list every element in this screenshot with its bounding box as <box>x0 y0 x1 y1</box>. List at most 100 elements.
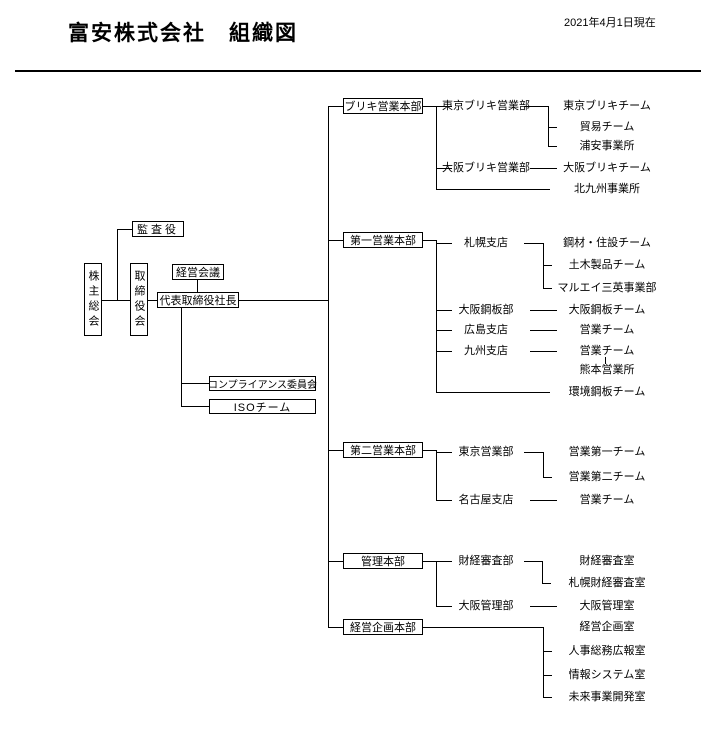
connector-line <box>181 383 209 384</box>
team-label: マルエイ三英事業部 <box>557 282 657 294</box>
connector-line <box>117 229 132 230</box>
team-label: 貿易チーム <box>579 121 635 133</box>
team-label: 東京ブリキチーム <box>563 100 651 112</box>
connector-line <box>543 627 544 697</box>
connector-line <box>436 106 437 189</box>
connector-line <box>423 450 436 451</box>
as-of-date: 2021年4月1日現在 <box>564 17 656 29</box>
node-president: 代表取締役社長 <box>157 292 239 308</box>
team-label: 経営企画室 <box>579 621 635 633</box>
connector-line <box>542 583 551 584</box>
connector-line <box>543 452 544 477</box>
team-label: 熊本営業所 <box>579 364 635 376</box>
division-box-second-sales: 第二営業本部 <box>343 442 423 458</box>
connector-line <box>117 229 118 300</box>
team-label: 浦安事業所 <box>579 140 635 152</box>
department-label: 九州支店 <box>464 345 508 357</box>
division-box-first-sales: 第一営業本部 <box>343 232 423 248</box>
connector-line <box>530 351 557 352</box>
connector-line <box>181 406 209 407</box>
connector-line <box>530 168 557 169</box>
connector-line <box>530 330 557 331</box>
team-label: 営業チーム <box>579 324 635 336</box>
connector-line <box>147 300 158 301</box>
team-label: 北九州事業所 <box>574 183 640 195</box>
node-auditor: 監査役 <box>132 221 184 237</box>
connector-line <box>548 106 549 146</box>
node-shareholders-meeting: 株主総会 <box>84 263 102 336</box>
connector-line <box>328 561 343 562</box>
connector-line <box>543 675 552 676</box>
team-label: 環境鋼板チーム <box>568 386 646 398</box>
connector-line <box>328 450 343 451</box>
connector-line <box>436 452 452 453</box>
department-label: 札幌支店 <box>464 237 508 249</box>
team-label: 未来事業開発室 <box>568 691 646 703</box>
department-label: 大阪ブリキ営業部 <box>442 162 530 174</box>
connector-line <box>543 477 552 478</box>
connector-line <box>605 357 606 364</box>
connector-line <box>548 127 557 128</box>
connector-line <box>328 106 343 107</box>
connector-line <box>436 240 437 392</box>
connector-line <box>530 500 557 501</box>
team-label: 営業チーム <box>579 494 635 506</box>
connector-line <box>436 450 437 500</box>
connector-line <box>238 300 328 301</box>
connector-line <box>524 106 548 107</box>
connector-line <box>328 627 343 628</box>
connector-line <box>436 243 452 244</box>
connector-line <box>436 392 550 393</box>
team-label: 札幌財経審査室 <box>568 577 646 589</box>
connector-line <box>197 280 198 293</box>
division-box-administration: 管理本部 <box>343 553 423 569</box>
connector-line <box>436 500 452 501</box>
connector-line <box>328 240 343 241</box>
connector-line <box>436 351 452 352</box>
team-label: 営業第二チーム <box>568 471 646 483</box>
node-board-of-directors: 取締役会 <box>130 263 148 336</box>
division-box-corporate-planning: 経営企画本部 <box>343 619 423 635</box>
team-label: 財経審査室 <box>579 555 635 567</box>
department-label: 大阪管理部 <box>458 600 514 612</box>
team-label: 情報システム室 <box>568 669 646 681</box>
connector-line <box>436 168 452 169</box>
connector-line <box>543 265 552 266</box>
connector-line <box>102 300 130 301</box>
team-label: 営業第一チーム <box>568 446 646 458</box>
connector-line <box>524 452 543 453</box>
connector-line <box>543 697 552 698</box>
connector-line <box>543 651 552 652</box>
connector-line <box>543 288 552 289</box>
title-divider <box>15 70 701 72</box>
team-label: 土木製品チーム <box>568 259 646 271</box>
department-label: 東京ブリキ営業部 <box>442 100 530 112</box>
department-label: 大阪鋼板部 <box>458 304 514 316</box>
division-box-tinplate-sales: ブリキ営業本部 <box>343 98 423 114</box>
connector-line <box>542 561 543 583</box>
connector-line <box>423 106 452 107</box>
team-label: 大阪鋼板チーム <box>568 304 646 316</box>
connector-line <box>436 561 437 606</box>
department-label: 財経審査部 <box>458 555 514 567</box>
team-label: 大阪ブリキチーム <box>563 162 651 174</box>
department-label: 広島支店 <box>464 324 508 336</box>
connector-line <box>181 308 182 406</box>
team-label: 営業チーム <box>579 345 635 357</box>
team-label: 鋼材・住設チーム <box>563 237 651 249</box>
connector-line <box>436 606 452 607</box>
connector-line <box>423 561 452 562</box>
connector-line <box>530 606 557 607</box>
connector-line <box>524 243 543 244</box>
page-title: 富安株式会社 組織図 <box>68 22 298 45</box>
connector-line <box>423 627 543 628</box>
node-iso-team: ISOチーム <box>209 399 316 414</box>
team-label: 大阪管理室 <box>579 600 635 612</box>
connector-line <box>436 189 550 190</box>
node-compliance-committee: コンプライアンス委員会 <box>208 376 317 391</box>
connector-line <box>530 310 557 311</box>
connector-line <box>524 561 542 562</box>
connector-line <box>548 146 557 147</box>
node-management-council: 経営会議 <box>172 264 224 280</box>
